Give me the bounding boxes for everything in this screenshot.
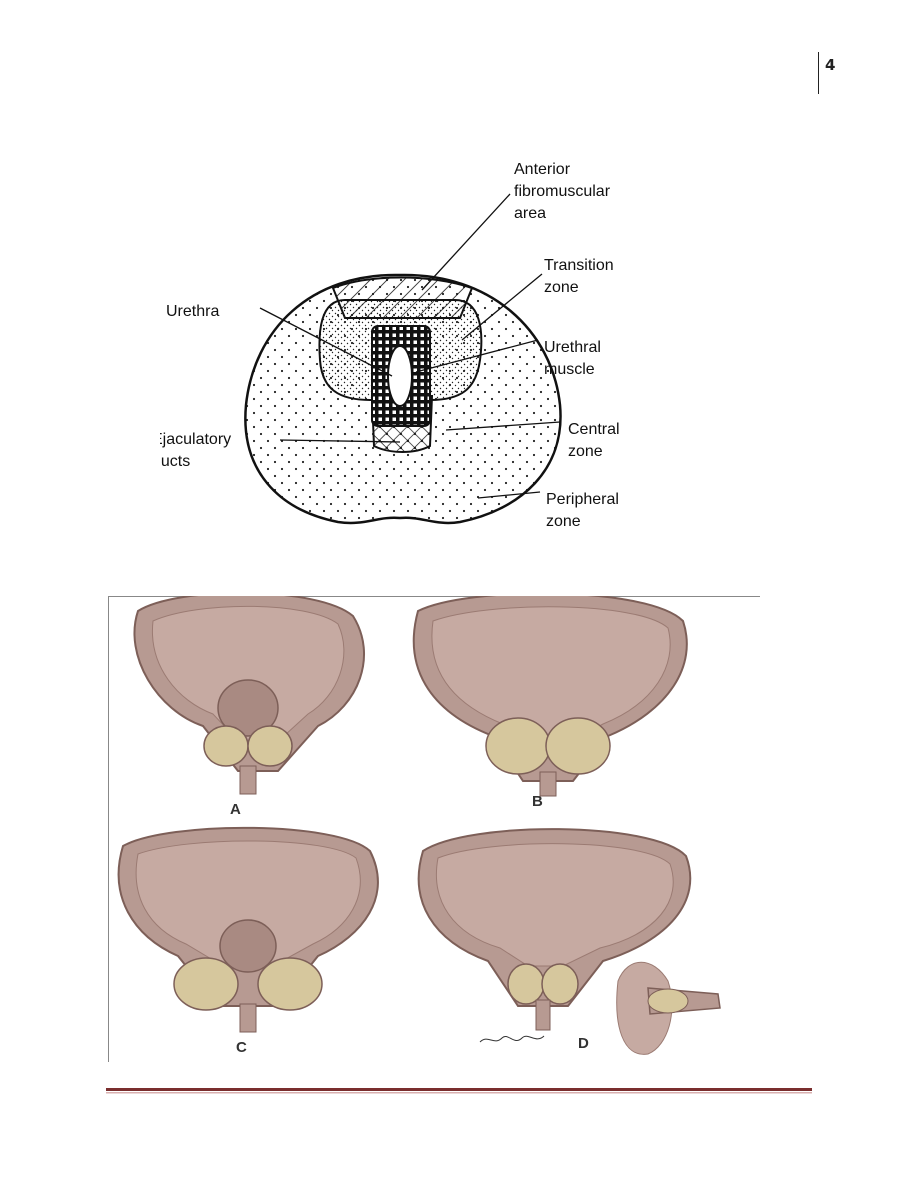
label-urethral-muscle: Urethral muscle xyxy=(544,339,605,378)
label-transition-zone: Transition zone xyxy=(544,257,618,296)
page-number-text: 4 xyxy=(825,56,836,74)
panel-letter-a: A xyxy=(230,801,241,818)
panel-c-illustration xyxy=(117,826,379,1033)
panel-d-illustration xyxy=(417,828,721,1055)
label-urethra: Urethra xyxy=(166,303,219,320)
prostate-zones-diagram: Anterior fibromuscular area Transition z… xyxy=(160,161,624,530)
label-anterior: Anterior fibromuscular area xyxy=(514,161,614,222)
bladder-prostate-illustrations: A B C D xyxy=(108,596,760,1062)
urethra-shape xyxy=(387,345,413,407)
page-number: 4 xyxy=(818,52,835,94)
label-central-zone: Central zone xyxy=(568,421,624,460)
panel-b-illustration xyxy=(412,596,688,797)
panel-a-illustration xyxy=(133,596,366,795)
label-peripheral-zone: Peripheral zone xyxy=(546,491,623,530)
footer-rule xyxy=(106,1088,812,1094)
panel-letter-b: B xyxy=(532,793,543,810)
label-ejaculatory-ducts: Ejaculatory ducts xyxy=(160,431,236,470)
panel-letter-d: D xyxy=(578,1035,589,1052)
panel-letter-c: C xyxy=(236,1039,247,1056)
